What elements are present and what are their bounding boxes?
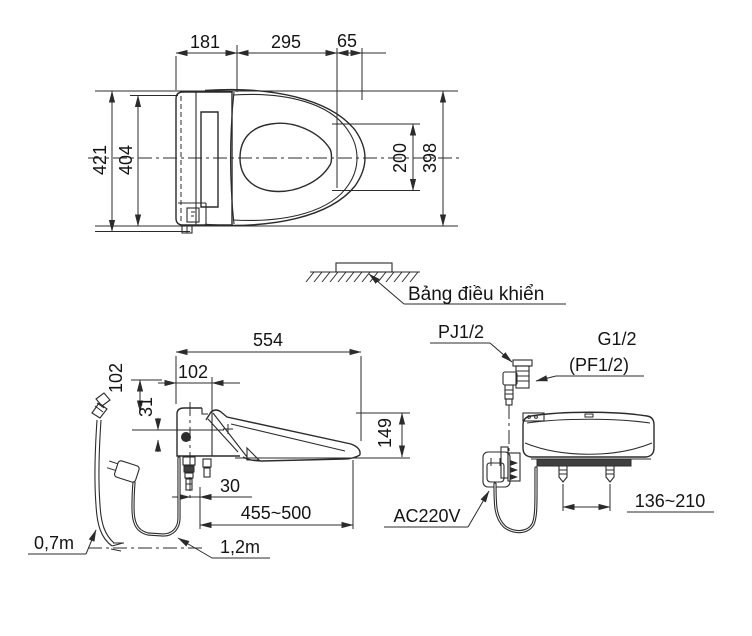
pf12-leader: [535, 375, 557, 382]
dim-421-label: 421: [90, 145, 110, 175]
dim-181-label: 181: [190, 32, 220, 52]
control-panel-label: Bảng điều khiển: [408, 284, 544, 305]
wall-hatching: [305, 271, 419, 283]
dim-398-label: 398: [420, 143, 440, 173]
dim-455-500-label: 455~500: [241, 503, 312, 523]
side-view-dimension-lines: [136, 348, 406, 529]
dim-295-label: 295: [271, 32, 301, 52]
power-plug: [113, 460, 140, 483]
top-view-seat-body: [175, 88, 366, 234]
dim-102-top-label: 102: [178, 362, 208, 382]
side-view: 554 102 102 31 149 30 455~500: [28, 330, 410, 559]
pf12-label: (PF1/2): [569, 355, 629, 375]
control-panel-box: [335, 262, 393, 273]
hose-leader: [85, 529, 97, 555]
cord-leader: [177, 537, 213, 559]
rear-view: 136~210 PJ1/2 G1/2: [384, 322, 714, 534]
hose-connector: [91, 402, 108, 419]
top-view-dimension-lines: [88, 49, 462, 232]
dim-30-label: 30: [220, 476, 240, 496]
ac220v-label: AC220V: [393, 506, 460, 526]
pj12-label: PJ1/2: [438, 322, 484, 342]
side-inlet-dot: [181, 432, 191, 442]
dim-554-label: 554: [253, 330, 283, 350]
water-elbow-fitting: [502, 359, 533, 406]
cord-length-label: 1,2m: [220, 537, 260, 557]
dim-31-label: 31: [136, 397, 156, 417]
dim-102-side-label: 102: [106, 363, 126, 393]
power-outlet: [482, 451, 538, 534]
side-view-seat-profile: [176, 407, 361, 491]
rear-view-body: [522, 411, 655, 483]
ac220v-leader: [467, 490, 490, 528]
water-hose: [91, 392, 124, 552]
dim-149-label: 149: [375, 418, 395, 448]
dim-136-210-label: 136~210: [635, 491, 706, 511]
power-cord-side: [106, 456, 181, 537]
dim-65-label: 65: [337, 31, 357, 51]
dim-404-label: 404: [116, 145, 136, 175]
g12-label: G1/2: [597, 329, 636, 349]
control-panel-leader: [368, 273, 405, 305]
pj12-leader: [489, 342, 513, 363]
control-panel: Bảng điều khiển: [305, 262, 566, 305]
seat-bottom-band: [536, 458, 632, 467]
top-view-extension-lines: [95, 45, 458, 232]
dim-200-label: 200: [390, 143, 410, 173]
hose-length-label: 0,7m: [34, 533, 74, 553]
top-view: 181 295 65 421 404 200 398: [88, 31, 462, 234]
mounting-bolts: [558, 465, 615, 483]
